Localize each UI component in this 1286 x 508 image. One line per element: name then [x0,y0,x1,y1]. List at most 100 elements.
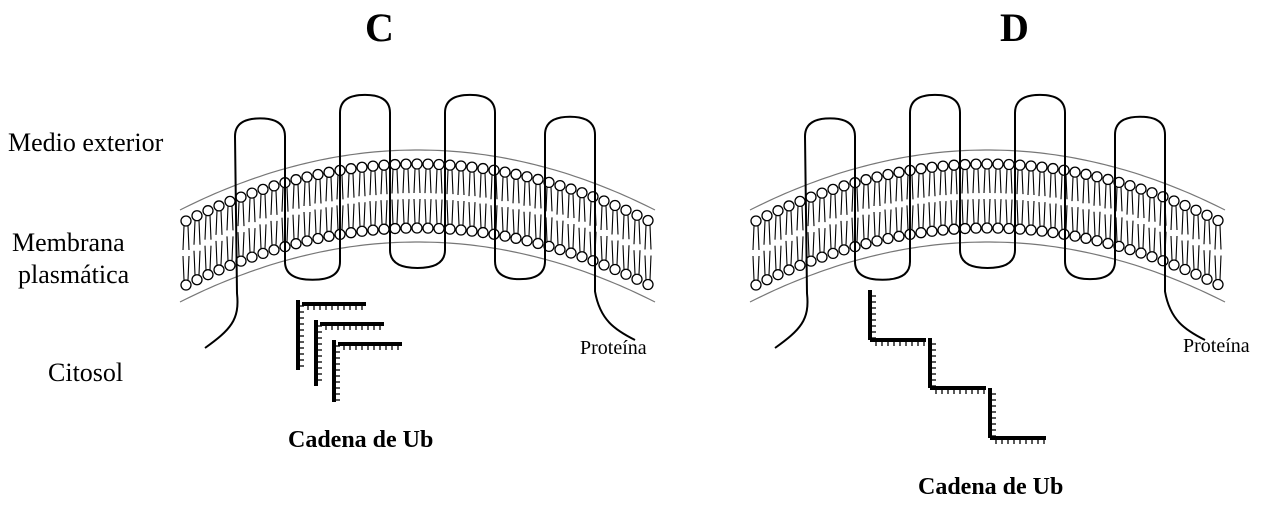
lipid-tail [271,221,277,245]
lipid-head [1048,164,1058,174]
lipid-tail [863,185,869,209]
lipid-tail [381,170,387,194]
lipid-tail [1006,199,1012,223]
lipid-tail [1017,170,1023,194]
lipid-tail [1193,215,1199,239]
lipid-tail [1127,191,1133,215]
lipid-head [1037,226,1047,236]
lipid-head [1202,274,1212,284]
lipid-head [291,239,301,249]
lipid-head [982,223,992,233]
lipid-tail [1050,174,1056,198]
lipid-head [313,170,323,180]
lipid-head [883,170,893,180]
lipid-tail [469,202,475,226]
ubiquitin-unit [870,340,926,346]
lipid-head [511,169,521,179]
lipid-head [828,248,838,258]
lipid-tail [271,191,277,215]
lipid-tail [1149,228,1155,252]
lipid-head [993,223,1003,233]
lipid-tail [447,170,453,194]
lipid-head [203,270,213,280]
protein-chain-c [205,95,635,348]
lipid-tail [1050,204,1056,228]
lipid-head [762,275,772,285]
lipid-tail [1028,201,1034,225]
lipid-tail [1138,224,1144,248]
lipid-head [861,239,871,249]
lipid-tail [425,169,431,193]
lipid-head [1070,231,1080,241]
lipid-tail [775,216,781,240]
lipid-tail [524,212,530,236]
lipid-tail [304,182,310,206]
lipid-tail [414,199,420,223]
lipid-tail [1039,172,1045,196]
lipid-head [1015,224,1025,234]
lipid-tail [1116,217,1122,241]
lipid-tail [1116,187,1122,211]
lipid-tail [962,200,968,224]
lipid-tail [513,209,519,233]
lipid-tail [841,221,847,245]
lipid-head [1180,200,1190,210]
lipid-tail [885,180,891,204]
lipid-head [588,256,598,266]
lipid-head [632,274,642,284]
lipid-head [225,260,235,270]
lipid-tail [786,241,792,265]
lipid-head [795,260,805,270]
lipid-tail [392,170,398,194]
lipid-tail [929,202,935,226]
lipid-tail [634,250,640,274]
lipid-tail [480,174,486,198]
lipid-head [401,223,411,233]
lipid-tail [775,246,781,270]
lipid-head [555,245,565,255]
lipid-head [1125,245,1135,255]
lipid-tail [885,210,891,234]
lipid-head [839,181,849,191]
lipid-head [632,210,642,220]
lipid-head [982,159,992,169]
lipid-tail [830,194,836,218]
lipid-tail [962,170,968,194]
lipid-head [588,192,598,202]
lipid-head [1092,236,1102,246]
label-cytosol: Citosol [48,360,123,386]
lipid-head [379,160,389,170]
lipid-tail [293,185,299,209]
lipid-head [949,224,959,234]
lipid-head [1026,161,1036,171]
lipid-head [577,188,587,198]
lipid-head [346,228,356,238]
lipid-tail [216,241,222,265]
ubiquitin-unit [990,438,1046,444]
lipid-tail [951,200,957,224]
lipid-head [872,236,882,246]
lipid-head [522,236,532,246]
lipid-head [806,192,816,202]
lipid-head [181,280,191,290]
lipid-tail [1083,209,1089,233]
lipid-head [456,225,466,235]
lipid-head [839,245,849,255]
lipid-tail [183,256,189,280]
lipid-head [566,184,576,194]
lipid-head [522,172,532,182]
lipid-tail [1083,179,1089,203]
lipid-head [1136,184,1146,194]
lipid-tail [260,194,266,218]
lipid-tail [1138,194,1144,218]
lipid-head [817,252,827,262]
lipid-tail [940,201,946,225]
lipid-tail [995,169,1001,193]
lipid-tail [359,172,365,196]
lipid-head [927,162,937,172]
lipid-head [1180,264,1190,274]
lipid-head [1147,252,1157,262]
lipid-head [916,164,926,174]
lipid-tail [546,187,552,211]
